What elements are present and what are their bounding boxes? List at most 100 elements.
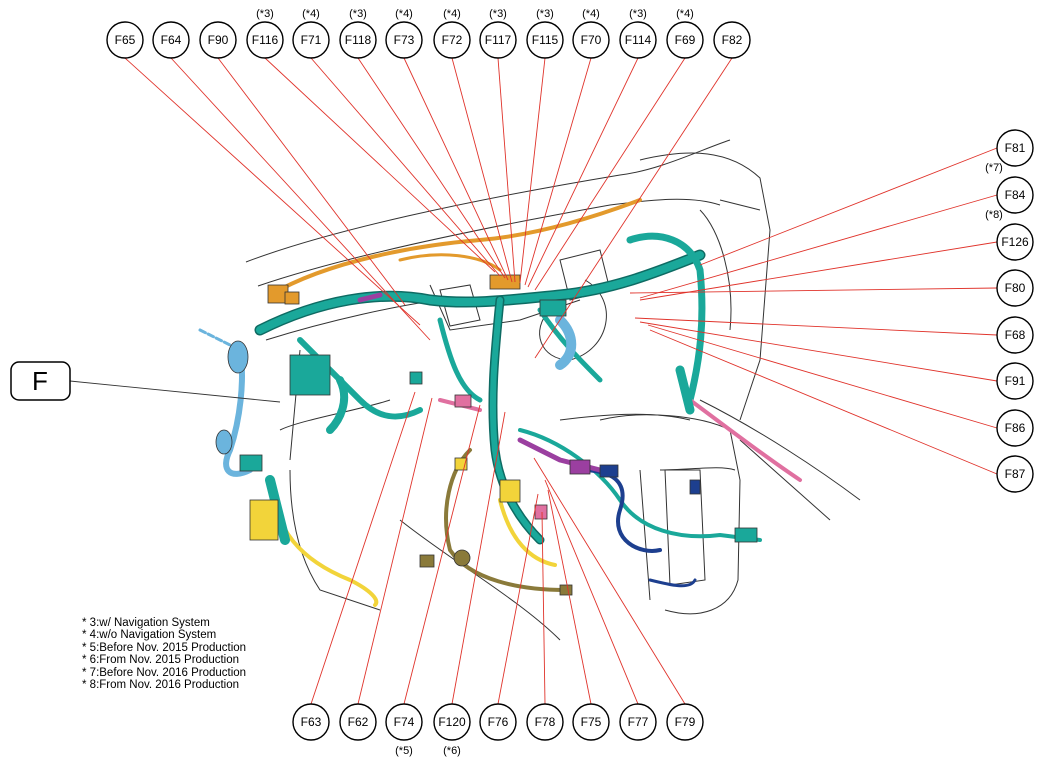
callout-circle	[385, 703, 423, 741]
connector-note: (*4)	[443, 8, 461, 20]
callout-circle	[433, 703, 471, 741]
leader-line	[310, 391, 416, 705]
callout-circle	[479, 21, 517, 59]
leader-line	[403, 404, 481, 705]
legend-item: * 5:Before Nov. 2015 Production	[82, 641, 247, 654]
connector-id: F118	[345, 33, 372, 47]
connector-blocks	[239, 274, 758, 596]
connector-callout-f78: F78	[526, 703, 564, 741]
callout-circle	[572, 703, 610, 741]
connector-id: F62	[348, 715, 369, 729]
connector-callout-f87: F87	[996, 455, 1034, 493]
connector-callout-f82: F82	[713, 21, 751, 59]
leader-line	[547, 489, 592, 705]
connector-callout-f126: F126(*8)	[985, 209, 1034, 261]
connector-callout-f68: F68	[996, 316, 1034, 354]
leader-line	[310, 57, 501, 277]
leader-line	[647, 324, 998, 429]
connector-callout-f74: F74(*5)	[385, 703, 423, 757]
callout-circle	[152, 21, 190, 59]
callout-circle	[996, 362, 1034, 400]
leader-line	[451, 411, 506, 705]
connector-id: F71	[301, 33, 322, 47]
connector-id: F116	[252, 33, 279, 47]
callout-circle	[619, 21, 657, 59]
area-label-leader	[69, 380, 281, 403]
leader-line	[533, 457, 686, 705]
connector-note: (*4)	[582, 8, 600, 20]
leader-line	[264, 57, 496, 273]
callout-circle	[996, 316, 1034, 354]
grommets	[215, 340, 471, 567]
connector-id: F117	[485, 33, 512, 47]
callout-circle	[292, 703, 330, 741]
callout-circle	[339, 703, 377, 741]
area-label-text: F	[32, 366, 48, 396]
connector-callout-f91: F91	[996, 362, 1034, 400]
connector-id: F87	[1005, 467, 1026, 481]
connector-id: F82	[722, 33, 743, 47]
legend-item: * 7:Before Nov. 2016 Production	[82, 666, 247, 679]
connector-id: F69	[675, 33, 696, 47]
callout-circle	[433, 21, 471, 59]
leader-line	[524, 57, 592, 286]
connector-note: (*4)	[676, 8, 694, 20]
connector-id: F65	[115, 33, 136, 47]
callout-circle	[996, 223, 1034, 261]
connector-id: F114	[625, 33, 652, 47]
leader-line	[639, 321, 998, 382]
connector-callout-f114: F114 (*3)	[619, 8, 657, 59]
connector-id: F81	[1005, 141, 1026, 155]
callout-circle	[106, 21, 144, 59]
connector-callout-f65: F65	[106, 21, 144, 59]
callout-circle	[996, 176, 1034, 214]
callout-circle	[996, 129, 1034, 167]
connector-callout-f64: F64	[152, 21, 190, 59]
callout-circle	[996, 269, 1034, 307]
legend-item: * 8:From Nov. 2016 Production	[82, 679, 240, 692]
connector-note: (*7)	[985, 162, 1003, 174]
connector-id: F80	[1005, 281, 1026, 295]
connector-callout-f115: F115(*3)	[526, 8, 564, 59]
connector-id: F77	[628, 715, 649, 729]
connector-callout-f81: F81	[996, 129, 1034, 167]
connector-id: F76	[488, 715, 509, 729]
leader-line	[357, 397, 433, 705]
leader-line	[527, 57, 639, 288]
footnote-legend: * 3:w/ Navigation System * 4:w/o Navigat…	[82, 617, 246, 691]
connector-callout-f77: F77	[619, 703, 657, 741]
callout-circle	[246, 21, 284, 59]
connector-note: (*3)	[349, 8, 367, 20]
connector-callout-f116: F116 (*3)	[246, 8, 284, 59]
leader-line	[639, 241, 998, 301]
connector-callout-f70: F70(*4)	[572, 8, 610, 59]
legend-item: * 6:From Nov. 2015 Production	[82, 654, 240, 667]
connector-callout-f79: F79	[666, 703, 704, 741]
connector-note: (*3)	[629, 8, 647, 20]
connector-callout-f69: F69 (*4)	[666, 8, 704, 59]
leader-line	[629, 287, 998, 294]
connector-id: F75	[581, 715, 602, 729]
connector-id: F86	[1005, 421, 1026, 435]
leader-line	[534, 57, 686, 291]
connector-callout-f63: F63	[292, 703, 330, 741]
connector-note: (*6)	[443, 745, 461, 757]
connector-id: F115	[532, 33, 559, 47]
connector-id: F90	[208, 33, 229, 47]
connector-note: (*8)	[985, 209, 1003, 221]
leader-line	[357, 57, 506, 279]
leader-lines	[124, 57, 998, 705]
callout-circle	[292, 21, 330, 59]
callout-circle	[385, 21, 423, 59]
connector-callout-f84: F84(*7)	[985, 162, 1034, 214]
connector-callout-f80: F80	[996, 269, 1034, 307]
connector-note: (*3)	[256, 8, 274, 20]
leader-line	[699, 147, 998, 266]
leader-line	[649, 329, 998, 475]
connector-note: (*3)	[489, 8, 507, 20]
connector-id: F64	[161, 33, 182, 47]
connector-callout-f72: F72(*4)	[433, 8, 471, 59]
connector-id: F68	[1005, 328, 1026, 342]
area-label-box	[10, 361, 71, 401]
